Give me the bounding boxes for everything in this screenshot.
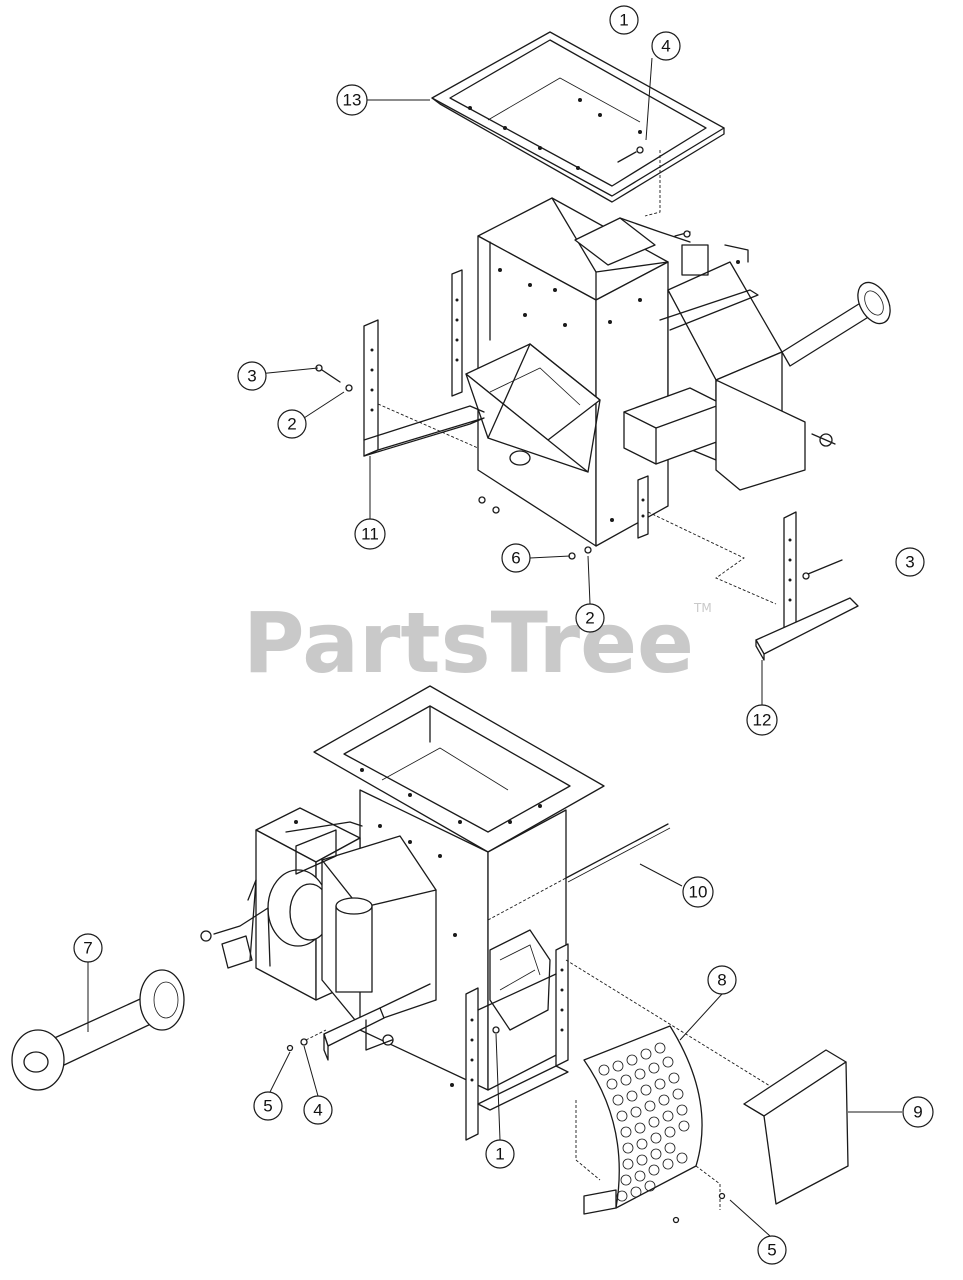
- callout-4-top: 4: [651, 31, 681, 61]
- rod-part-10: [487, 823, 671, 921]
- top-assembly: [315, 31, 891, 661]
- side-box-top: [623, 244, 836, 491]
- motor-mount-bottom: [323, 983, 431, 1061]
- callout-5-bottom: 5: [757, 1235, 787, 1265]
- callout-label: 4: [661, 37, 670, 56]
- callout-1-bottom: 1: [485, 1139, 515, 1169]
- callout-10: 10: [682, 876, 714, 908]
- callout-label: 8: [717, 971, 726, 990]
- rotor-bottom: [489, 929, 551, 1031]
- callout-4-bottom: 4: [303, 1095, 333, 1125]
- callout-label: 2: [287, 415, 296, 434]
- callout-label: 7: [83, 939, 92, 958]
- watermark-text: PartsTree: [243, 594, 694, 692]
- leg-part-12: [647, 511, 859, 661]
- bolt-washer-left: [315, 364, 353, 392]
- callout-label: 5: [263, 1097, 272, 1116]
- callout-6: 6: [501, 543, 531, 573]
- callout-label: 12: [753, 711, 772, 730]
- watermark: PartsTree TM: [243, 594, 712, 692]
- callout-label: 5: [767, 1241, 776, 1260]
- bottom-assembly: [11, 685, 849, 1224]
- main-housing-top: [477, 197, 691, 547]
- callout-label: 10: [689, 883, 708, 902]
- callout-label: 2: [585, 609, 594, 628]
- watermark-trademark: TM: [693, 601, 712, 615]
- callout-3-left: 3: [237, 361, 267, 391]
- lever-bracket-bottom: [200, 879, 271, 969]
- hopper-funnel-bottom: [313, 685, 605, 853]
- callout-label: 3: [247, 367, 256, 386]
- callout-label: 11: [361, 525, 379, 544]
- hopper-chute-part-13: [431, 31, 725, 217]
- leg-part-11: [363, 269, 485, 457]
- callout-5-left: 5: [253, 1091, 283, 1121]
- screen-part-8: [565, 959, 771, 1224]
- callout-label: 3: [905, 553, 914, 572]
- callout-label: 13: [343, 91, 362, 110]
- callout-2-left: 2: [277, 409, 307, 439]
- callout-13: 13: [336, 84, 368, 116]
- bracket-lower-top: [478, 475, 649, 560]
- callout-label: 1: [619, 11, 628, 30]
- plate-part-9: [743, 1049, 849, 1205]
- bolt-part-4-top: [617, 146, 644, 163]
- callout-8: 8: [707, 965, 737, 995]
- callout-11: 11: [354, 518, 386, 550]
- inlet-chute-top: [465, 343, 601, 473]
- side-housing-bottom: [255, 807, 437, 1027]
- leader-lines: [87, 57, 902, 1237]
- callout-label: 1: [495, 1145, 504, 1164]
- callout-label: 6: [511, 549, 520, 568]
- callout-7: 7: [73, 933, 103, 963]
- screen-holes: [598, 1042, 690, 1202]
- shaft-top: [781, 281, 891, 367]
- bolt-washer-bottom: [286, 1029, 327, 1052]
- callout-3-right: 3: [895, 547, 925, 577]
- callout-12: 12: [746, 704, 778, 736]
- leg-part-1: [465, 943, 569, 1141]
- callout-label: 4: [313, 1101, 322, 1120]
- callout-label: 9: [913, 1103, 922, 1122]
- callout-1-top: 1: [609, 5, 639, 35]
- callout-2-mid: 2: [575, 603, 605, 633]
- drive-shaft-part-7: [11, 969, 185, 1091]
- callout-9: 9: [902, 1096, 934, 1128]
